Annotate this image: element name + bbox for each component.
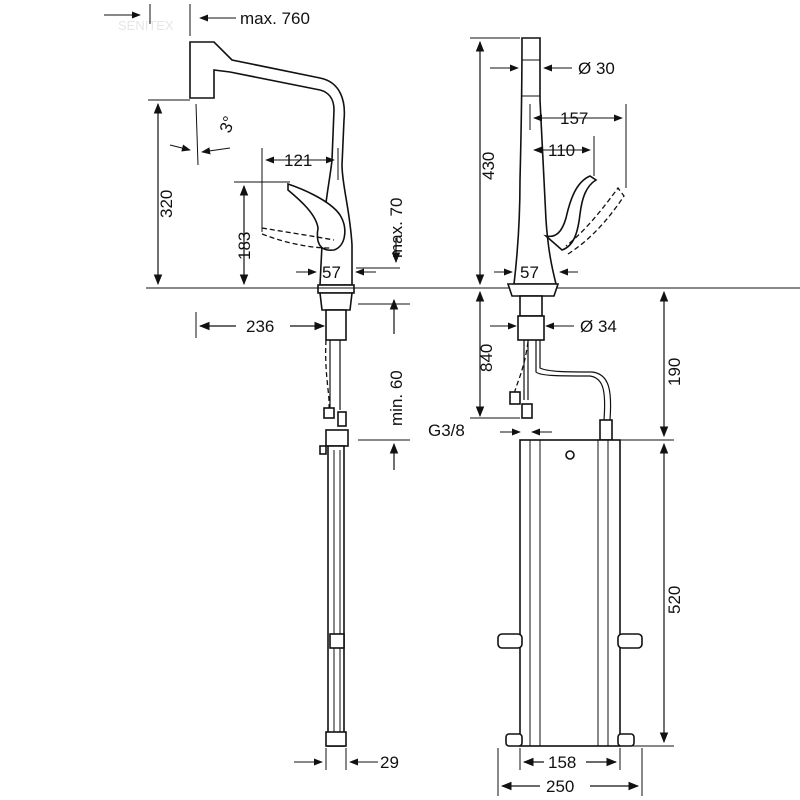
faucet-lever xyxy=(287,182,346,251)
dim-box-inner-width: 158 xyxy=(548,753,576,772)
dim-reach-236: 236 xyxy=(246,317,274,336)
dim-box-height: 520 xyxy=(665,586,684,614)
dim-spout-height: 320 xyxy=(157,190,176,218)
dim-min-clearance: min. 60 xyxy=(387,370,406,426)
dim-lever-width: 121 xyxy=(284,151,312,170)
dim-max-reach: max. 760 xyxy=(240,9,310,28)
dim-shank-diameter: Ø 34 xyxy=(580,317,617,336)
dim-spout-diameter: Ø 30 xyxy=(578,59,615,78)
pullout-box-front xyxy=(519,439,621,747)
faucet-front-lever xyxy=(543,175,598,251)
dim-lever-sweep-inner: 110 xyxy=(548,141,575,160)
dim-connector: G3/8 xyxy=(428,421,465,440)
dim-lever-sweep: 157 xyxy=(560,109,588,128)
faucet-base xyxy=(317,284,355,294)
watermark: SENITEX xyxy=(118,18,174,33)
faucet-spout xyxy=(189,41,353,286)
front-view: 430 Ø 30 157 110 57 840 Ø 34 G3/8 190 52… xyxy=(428,37,684,796)
dim-total-height: 430 xyxy=(479,152,498,180)
dim-max-lever: max. 70 xyxy=(387,198,406,258)
dim-box-top: 190 xyxy=(665,358,684,386)
side-view: max. 760 320 3° 121 183 max. 70 57 236 m… xyxy=(104,4,410,772)
pullout-box-side xyxy=(327,445,345,747)
faucet-front-spout xyxy=(513,37,558,285)
dim-box-outer-width: 250 xyxy=(546,777,574,796)
dim-box-depth: 29 xyxy=(380,753,399,772)
dim-lever-height: 183 xyxy=(235,232,254,260)
dim-angle: 3° xyxy=(216,114,239,136)
dim-base-right: 57 xyxy=(520,263,539,282)
dim-base-left: 57 xyxy=(322,263,341,282)
dim-hose-length: 840 xyxy=(477,344,496,372)
